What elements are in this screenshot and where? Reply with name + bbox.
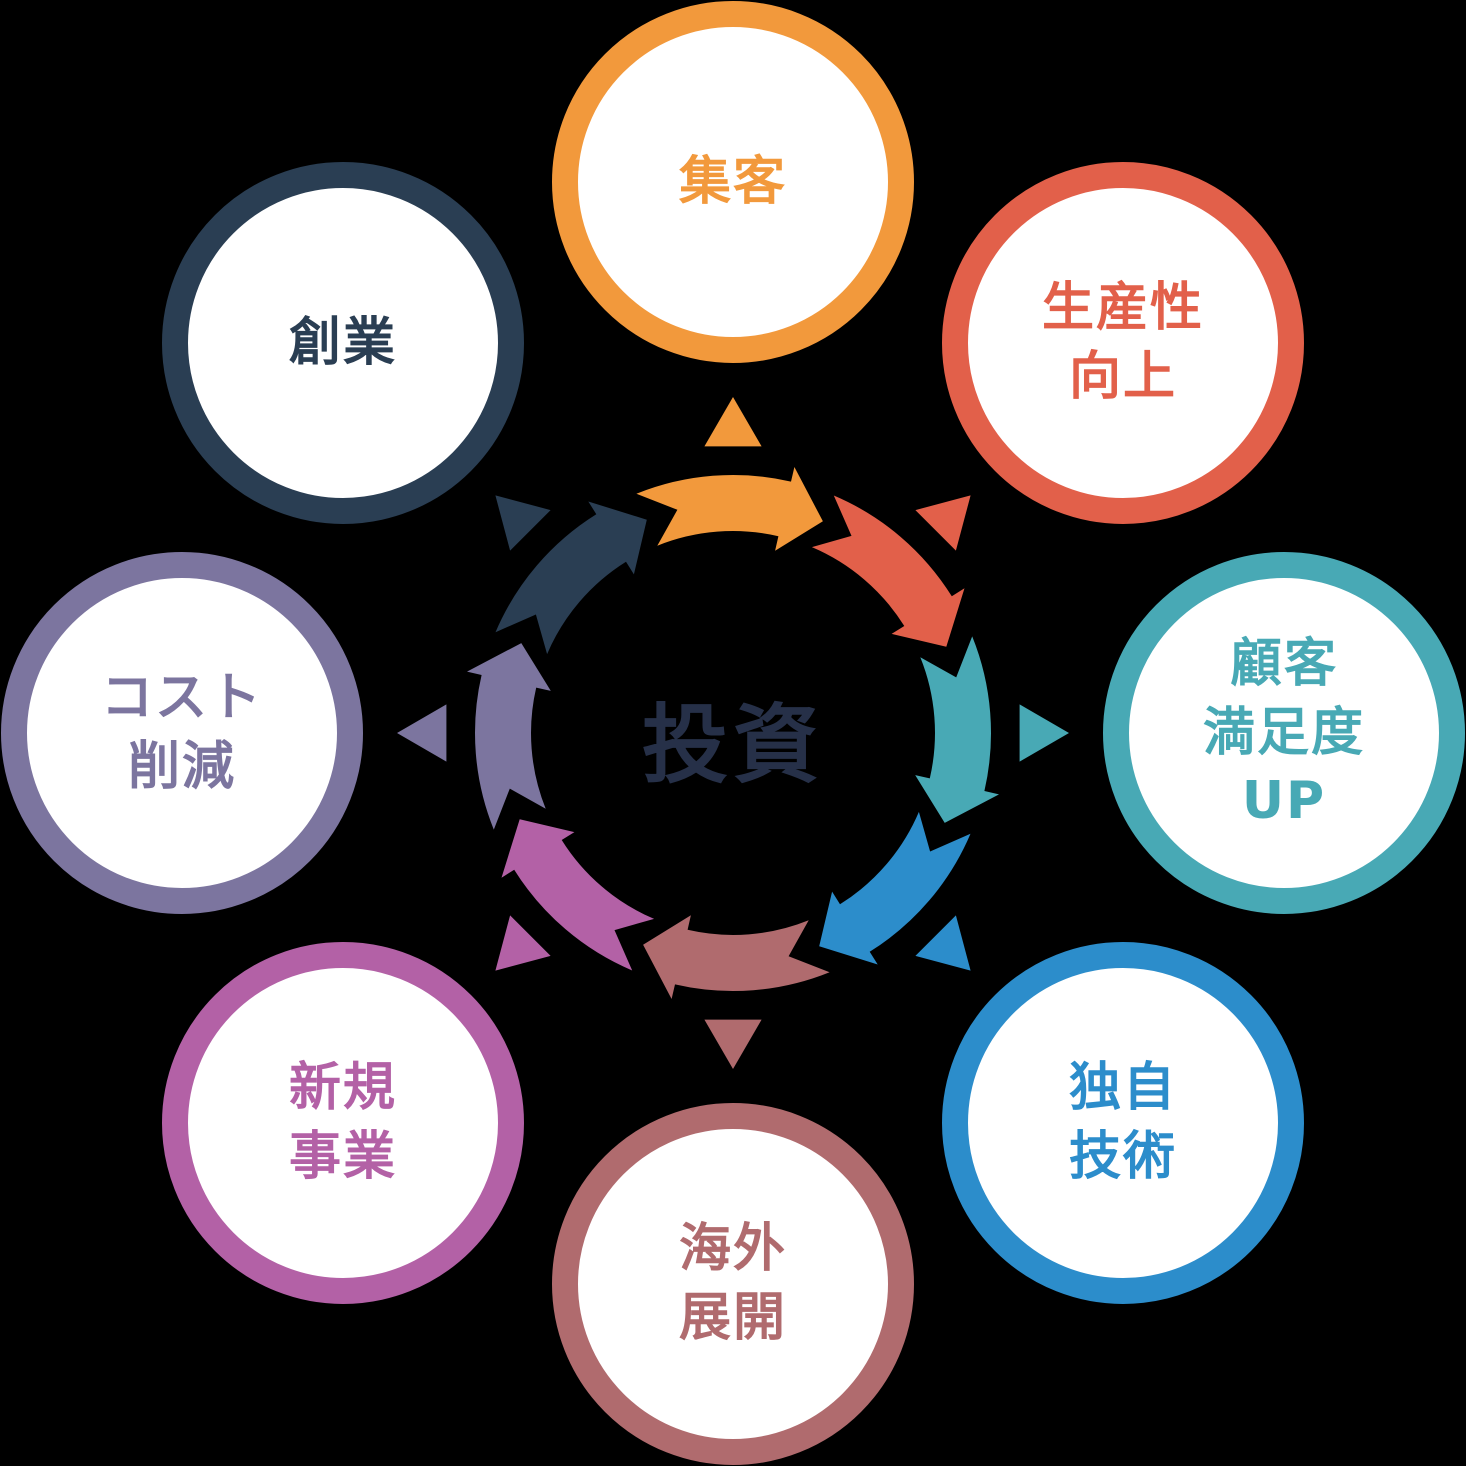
outward-arrow-icon-cost-sakugen (397, 704, 447, 762)
outward-arrow-icon-dokuji-gijutsu (915, 915, 971, 971)
node-circle-sogyo: 創業 (162, 162, 524, 524)
cycle-arc-arrow-kokyaku-up (915, 636, 999, 823)
node-label-cost-sakugen: コスト削減 (100, 668, 263, 797)
cycle-arc-arrow-shukyaku (636, 467, 823, 551)
node-circle-kaigai-tenkai: 海外展開 (552, 1103, 914, 1465)
outward-arrow-icon-kaigai-tenkai (704, 1019, 762, 1069)
outward-arrow-icon-seisansei (915, 495, 971, 551)
cycle-arc-arrow-cost-sakugen (467, 643, 551, 830)
cycle-arc-arrow-dokuji-gijutsu (819, 811, 971, 965)
node-label-shukyaku: 集客 (678, 151, 787, 212)
cycle-arc-arrow-sogyo (495, 501, 647, 655)
node-label-seisansei: 生産性向上 (1041, 278, 1204, 407)
node-label-shinki-jigyo: 新規事業 (288, 1058, 397, 1187)
outward-arrow-icon-shukyaku (704, 397, 762, 447)
outward-arrow-icon-shinki-jigyo (495, 915, 551, 971)
center-label: 投資 (642, 695, 824, 796)
cycle-arc-arrow-kaigai-tenkai (643, 915, 830, 999)
node-circle-dokuji-gijutsu: 独自技術 (942, 942, 1304, 1304)
node-label-kaigai-tenkai: 海外展開 (678, 1219, 787, 1348)
node-label-sogyo: 創業 (288, 312, 397, 373)
outward-arrow-icon-sogyo (495, 495, 551, 551)
cycle-arc-arrow-shinki-jigyo (501, 819, 655, 971)
node-circle-cost-sakugen: コスト削減 (1, 552, 363, 914)
cycle-arc-arrow-seisansei (811, 495, 965, 647)
node-label-dokuji-gijutsu: 独自技術 (1068, 1058, 1177, 1187)
outward-arrow-icon-kokyaku-up (1019, 704, 1069, 762)
node-circle-shukyaku: 集客 (552, 1, 914, 363)
node-circle-seisansei: 生産性向上 (942, 162, 1304, 524)
node-circle-shinki-jigyo: 新規事業 (162, 942, 524, 1304)
